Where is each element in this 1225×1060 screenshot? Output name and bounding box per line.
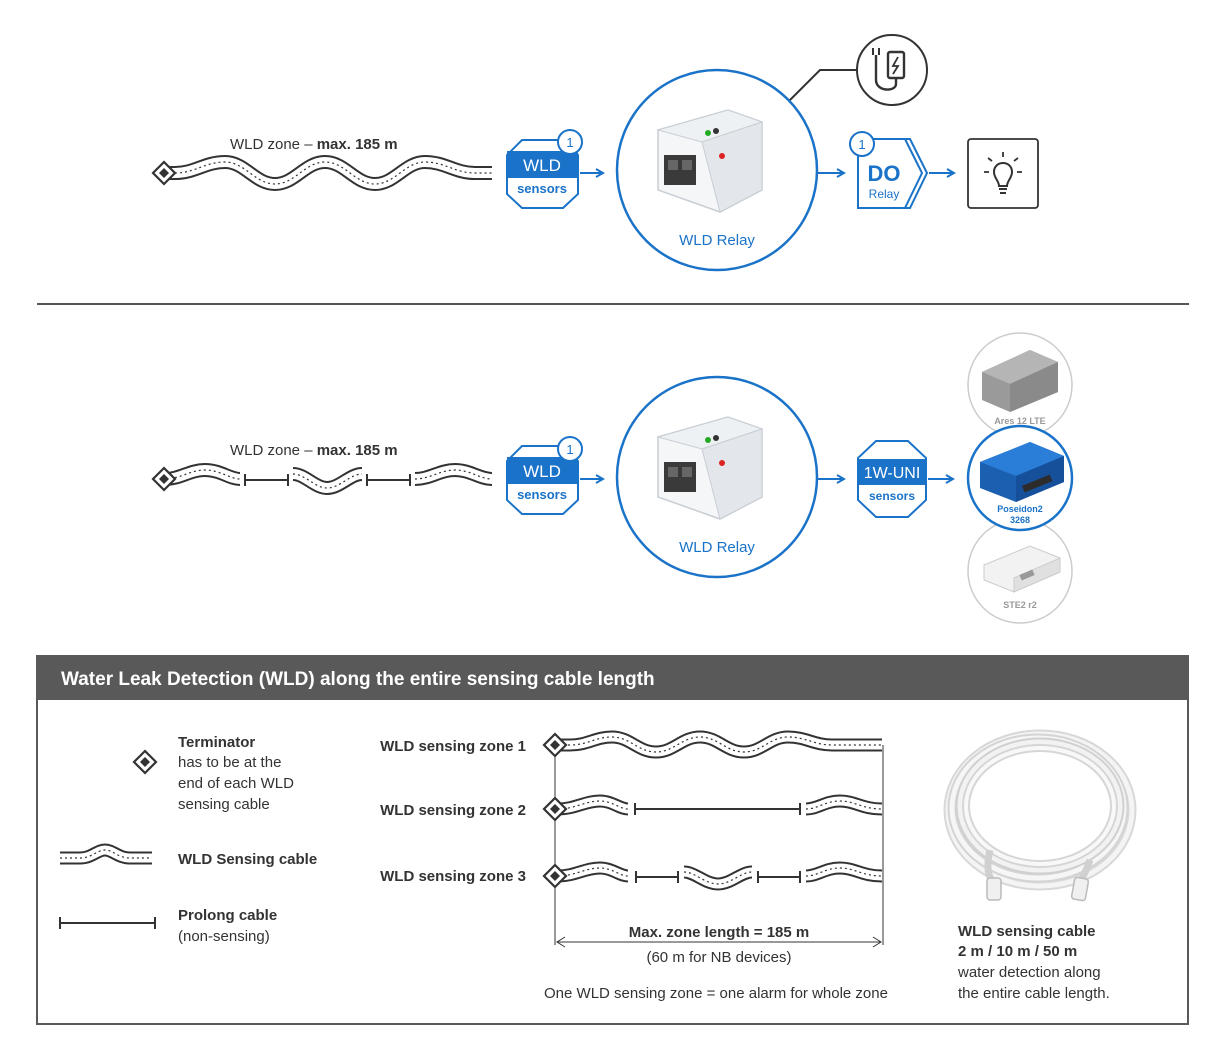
cable-desc-2: the entire cable length. xyxy=(958,985,1110,1002)
top-diagram: WLD zone – max. 185 m WLD sensors 1 xyxy=(151,34,1039,272)
svg-text:sensors: sensors xyxy=(517,487,567,502)
zone-1-cable xyxy=(558,730,882,759)
svg-text:Ares 12 LTE: Ares 12 LTE xyxy=(994,416,1045,426)
svg-text:sensors: sensors xyxy=(517,181,567,196)
cable-desc-1: water detection along xyxy=(957,964,1101,981)
top-relay: WLD Relay xyxy=(615,68,819,272)
top-wld-count-badge xyxy=(557,129,583,155)
power-adapter-icon xyxy=(856,34,928,106)
svg-text:1: 1 xyxy=(566,135,573,150)
svg-text:Terminator: Terminator xyxy=(178,734,255,751)
legend-header xyxy=(37,656,1188,700)
svg-text:WLD: WLD xyxy=(523,156,561,175)
svg-text:end of each WLD: end of each WLD xyxy=(178,775,294,792)
top-wld-badge: WLD sensors 1 xyxy=(506,129,583,209)
svg-text:1: 1 xyxy=(858,137,865,152)
svg-text:WLD Sensing cable: WLD Sensing cable xyxy=(178,851,317,868)
svg-text:WLD Relay: WLD Relay xyxy=(679,232,755,249)
bottom-relay: WLD Relay xyxy=(615,375,819,579)
legend-sensing-cable-icon xyxy=(60,843,152,865)
top-zone-label: WLD zone – max. 185 m xyxy=(230,136,398,153)
max-zone-length: Max. zone length = 185 m xyxy=(629,924,809,941)
cable-coil-image xyxy=(943,729,1137,902)
svg-text:Relay: Relay xyxy=(869,187,900,201)
zone-1-label: WLD sensing zone 1 xyxy=(380,738,526,755)
svg-text:STE2 r2: STE2 r2 xyxy=(1003,600,1037,610)
zone-length-dimension xyxy=(556,936,882,948)
svg-text:Prolong cable: Prolong cable xyxy=(178,907,277,924)
device-poseidon2-3268: Poseidon2 3268 xyxy=(966,424,1074,532)
svg-text:(non-sensing): (non-sensing) xyxy=(178,928,270,945)
alarm-note: One WLD sensing zone = one alarm for who… xyxy=(544,985,888,1002)
svg-text:WLD Relay: WLD Relay xyxy=(679,539,755,556)
zone-3-cable xyxy=(557,861,883,891)
svg-text:DO: DO xyxy=(868,161,901,186)
svg-text:3268: 3268 xyxy=(1010,515,1030,525)
bottom-diagram: WLD zone – max. 185 m xyxy=(151,332,1074,624)
nb-devices-note: (60 m for NB devices) xyxy=(646,949,791,966)
zone-2-cable xyxy=(557,794,883,816)
device-ste2-r2: STE2 r2 xyxy=(967,518,1073,624)
svg-text:sensors: sensors xyxy=(869,489,915,503)
bottom-wld-badge: WLD sensors 1 xyxy=(506,436,583,515)
svg-text:has to be at the: has to be at the xyxy=(178,754,281,771)
svg-text:Poseidon2: Poseidon2 xyxy=(997,504,1043,514)
device-ares-12-lte: Ares 12 LTE xyxy=(967,332,1073,438)
cable-title: WLD sensing cable xyxy=(958,923,1096,940)
cable-lengths: 2 m / 10 m / 50 m xyxy=(958,943,1077,960)
top-sensing-cable xyxy=(165,154,492,192)
legend-prolong-cable-icon xyxy=(59,917,156,929)
svg-text:1: 1 xyxy=(566,442,573,457)
bottom-zone-label: WLD zone – max. 185 m xyxy=(230,442,398,459)
zone-3-label: WLD sensing zone 3 xyxy=(380,868,526,885)
legend-panel: Water Leak Detection (WLD) along the ent… xyxy=(36,655,1189,1025)
uni-sensors-badge: 1W-UNI sensors xyxy=(857,440,927,518)
legend-title: Water Leak Detection (WLD) along the ent… xyxy=(61,669,655,690)
svg-text:1W-UNI: 1W-UNI xyxy=(864,465,921,482)
zone-2-label: WLD sensing zone 2 xyxy=(380,802,526,819)
light-bulb-icon xyxy=(967,138,1039,209)
svg-text:sensing cable: sensing cable xyxy=(178,796,270,813)
svg-text:WLD: WLD xyxy=(523,462,561,481)
top-terminator-icon xyxy=(151,160,177,186)
bottom-mixed-cable xyxy=(164,462,493,496)
do-relay-badge: DO Relay 1 xyxy=(849,131,929,209)
